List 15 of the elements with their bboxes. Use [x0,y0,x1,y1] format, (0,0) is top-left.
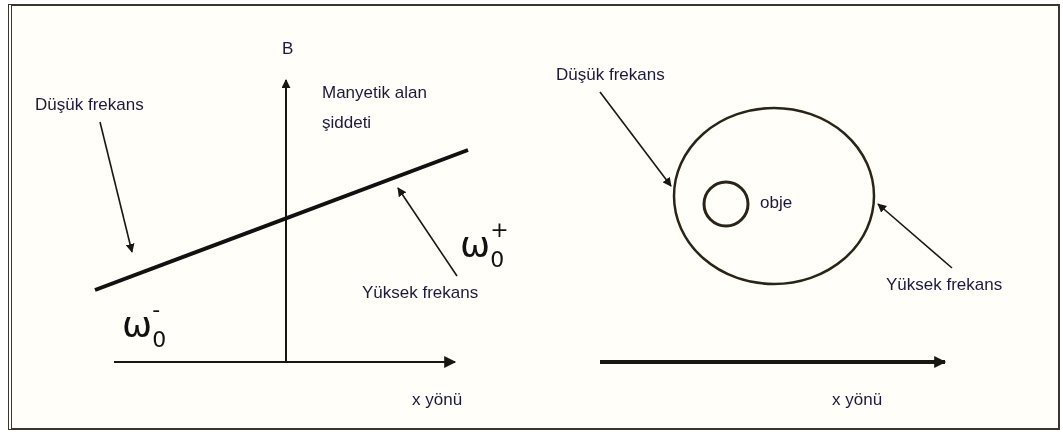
leader-arrow [99,121,135,253]
axis-label: x yönü [412,389,463,411]
axis-label: B [282,38,294,60]
callout-text: Yüksek frekans [362,278,492,308]
leader-arrow [397,187,458,277]
callout-text: Düşük frekans [35,90,175,120]
axis-title: Manyetik alan şiddeti [322,82,428,134]
object-label: obje [760,192,793,214]
callout-text: Yüksek frekans [886,270,1016,300]
body-ellipse [672,106,876,286]
callout-text: Düşük frekans [556,60,696,90]
leader-arrow [599,91,672,187]
axis-label: x yönü [832,389,883,411]
leader-arrow [877,203,953,269]
object-circle [702,180,750,228]
